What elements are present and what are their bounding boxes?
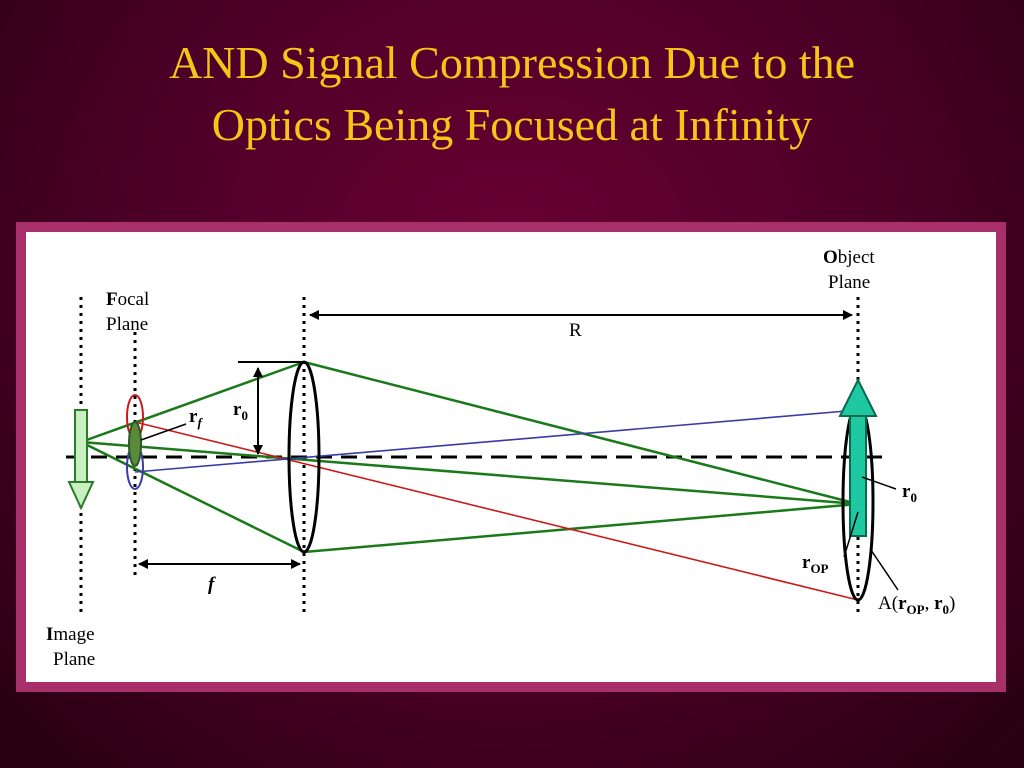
focal-plane-label-line2: Plane [106, 314, 148, 335]
title-line-2: Optics Being Focused at Infinity [211, 99, 813, 150]
rop-pointer [843, 511, 859, 558]
rf-label: rf [189, 406, 203, 430]
amplitude-pointer [870, 549, 899, 591]
focal-spot-green [128, 421, 142, 467]
rf-pointer [140, 423, 187, 441]
blue-ray [134, 409, 859, 473]
object-plane-label-line2: Plane [828, 272, 870, 293]
r0-lens-label: r0 [233, 399, 248, 423]
figure-frame: Focal Plane Object Plane Image Plane R f… [16, 222, 1006, 692]
red-ray [134, 421, 859, 601]
figure-canvas: Focal Plane Object Plane Image Plane R f… [26, 232, 996, 682]
optics-diagram: Focal Plane Object Plane Image Plane R f… [46, 247, 955, 670]
image-arrow-head [67, 481, 95, 511]
object-plane-label: Object [823, 247, 875, 268]
image-plane-label-line2: Plane [53, 649, 95, 670]
object-arrow-shaft [849, 413, 867, 537]
focal-plane-label: Focal [106, 289, 149, 310]
amplitude-label: A(rOP, r0) [878, 593, 955, 617]
image-arrow-shaft [74, 409, 88, 483]
rop-label: rOP [802, 552, 829, 576]
focal-length-label: f [208, 574, 216, 595]
r0-object-label: r0 [902, 481, 917, 505]
slide-title: AND Signal Compression Due to the Optics… [0, 32, 1024, 156]
object-arrow-head [838, 377, 878, 417]
distance-R-label: R [569, 320, 582, 341]
image-plane-label: Image [46, 624, 95, 645]
r0-object-pointer [861, 476, 897, 490]
title-line-1: AND Signal Compression Due to the [168, 37, 856, 88]
